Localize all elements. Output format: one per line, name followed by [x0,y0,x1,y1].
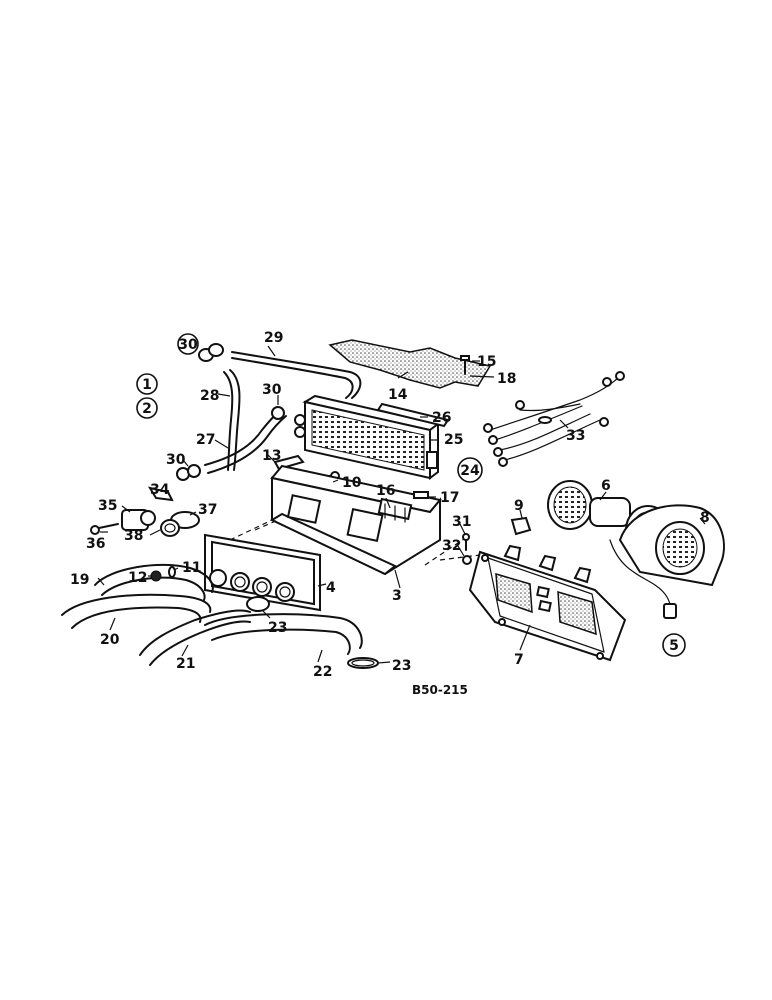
circled-callout-1: 1 [136,373,158,395]
callout-4: 4 [326,580,336,596]
hose-19 [94,563,214,601]
callout-30b: 30 [262,382,282,398]
callout-1: 1 [142,377,152,393]
callout-36: 36 [86,536,105,552]
callout-16: 16 [376,483,395,499]
callout-7: 7 [514,652,524,668]
hose-29 [231,351,362,399]
hose-20 [61,593,212,629]
leader-lines [97,345,706,664]
callout-25: 25 [444,432,463,448]
callout-32: 32 [442,538,461,554]
callout-37: 37 [198,502,217,518]
bolt-36 [90,523,119,535]
nut-32 [462,555,472,565]
callout-11: 11 [182,560,201,576]
heater-core-25 [294,394,441,480]
hose-clamps-30 [176,343,285,481]
callout-33: 33 [566,428,585,444]
callout-17: 17 [440,490,459,506]
blower-housing-8 [618,504,725,587]
callout-8: 8 [700,510,710,526]
callout-28: 28 [200,388,219,404]
callout-23a: 23 [268,620,287,636]
hose-21 [139,609,251,666]
heater-housing-3 [269,464,442,576]
callout-20: 20 [100,632,120,648]
cover-plate [328,339,492,389]
bolt-15 [460,355,470,375]
resistor-9 [510,516,532,536]
callout-2: 2 [142,401,152,417]
callout-22: 22 [313,664,332,680]
callout-29: 29 [264,330,283,346]
face-plate-4 [204,533,321,612]
circled-callout-30: 30 [177,333,199,355]
callout-27: 27 [196,432,215,448]
hose-clamp-23b [347,657,379,669]
callout-34: 34 [150,482,170,498]
callout-5: 5 [669,638,679,654]
callout-15: 15 [477,354,496,370]
callout-23b: 23 [392,658,411,674]
blower-wire [609,539,677,619]
valve-fitting-34 [147,486,174,502]
duct-frame-7 [468,544,627,662]
callout-10: 10 [342,475,362,491]
hose-22 [204,613,363,655]
callout-19: 19 [70,572,89,588]
callout-38: 38 [124,528,143,544]
clip-17 [413,491,429,499]
callout-35: 35 [98,498,117,514]
callout-12: 12 [128,570,147,586]
screw-31 [462,533,470,551]
circled-callout-24: 24 [457,457,483,483]
valve-body-35 [121,509,156,531]
callout-26: 26 [432,410,451,426]
callout-9: 9 [514,498,524,514]
seal-strip-26 [376,402,450,428]
callout-31: 31 [452,514,471,530]
callout-6: 6 [601,478,611,494]
callout-21: 21 [176,656,195,672]
valve-seat-38 [160,519,180,537]
callout-13: 13 [262,448,281,464]
drawing-reference: B50-215 [412,683,468,697]
circled-callout-2: 2 [136,397,158,419]
circled-callout-5: 5 [662,633,686,657]
callout-30c: 30 [166,452,186,468]
wiring-harness-33 [483,371,625,467]
callout-14: 14 [388,387,408,403]
callout-30a: 30 [178,337,198,353]
callout-3: 3 [392,588,402,604]
assembly-lines [229,519,481,566]
callout-24: 24 [460,463,480,479]
callout-18: 18 [497,371,516,387]
plug-12 [150,570,162,582]
ring-11 [168,566,176,578]
hose-clamp-23a [246,596,270,612]
